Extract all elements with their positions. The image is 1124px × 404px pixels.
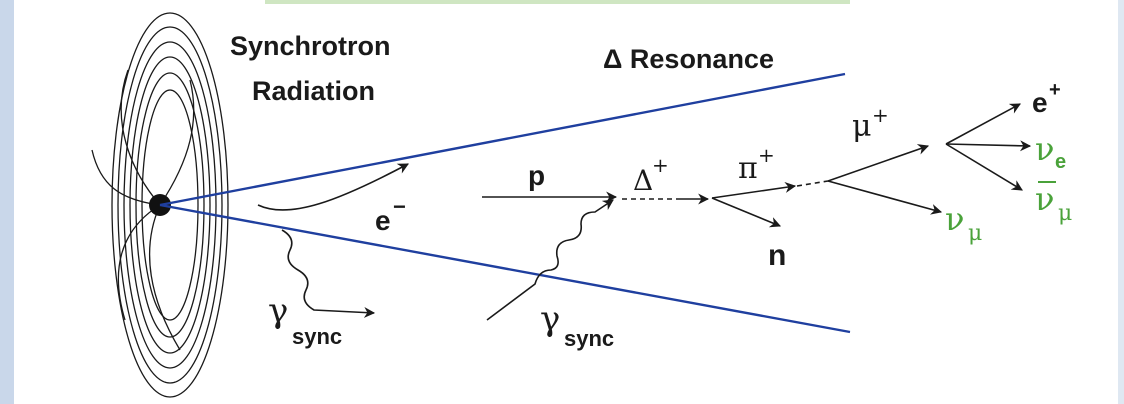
photon-wave-center bbox=[486, 199, 614, 321]
numu-label: ν bbox=[945, 200, 964, 238]
neutron-arrow bbox=[711, 197, 782, 228]
synchrotron-title-line1: Synchrotron bbox=[230, 31, 391, 61]
nue-label: ν bbox=[1035, 130, 1054, 168]
nue-arrow bbox=[945, 140, 1032, 152]
left-edge-bar bbox=[0, 0, 14, 404]
pion-arrow bbox=[711, 181, 797, 199]
positron-arrow bbox=[945, 103, 1021, 145]
source-rings bbox=[91, 12, 229, 398]
delta-charge: + bbox=[652, 153, 669, 177]
positron-charge: + bbox=[1049, 79, 1061, 101]
gamma-center-label: γ bbox=[540, 299, 560, 339]
photon-wave-left bbox=[281, 229, 376, 318]
neutron-label: n bbox=[768, 239, 786, 272]
numubar-subscript: μ bbox=[1058, 201, 1072, 226]
proton-label: p bbox=[528, 160, 545, 191]
gamma-left-subscript: sync bbox=[292, 324, 342, 349]
numubar-label: ν bbox=[1035, 180, 1054, 218]
nue-subscript: e bbox=[1055, 151, 1066, 173]
positron-label: e bbox=[1032, 87, 1048, 118]
muon-charge: + bbox=[872, 103, 889, 127]
cone-lower-ray bbox=[159, 203, 851, 334]
gamma-left-label: γ bbox=[268, 291, 288, 331]
delta-resonance-title: Δ Resonance bbox=[603, 44, 774, 74]
synchrotron-title-line2: Radiation bbox=[252, 76, 375, 106]
right-edge-bar bbox=[1118, 0, 1124, 404]
numu-arrow bbox=[827, 180, 943, 215]
gamma-center-subscript: sync bbox=[564, 326, 614, 351]
muon-label: μ bbox=[852, 109, 872, 144]
electron-track bbox=[257, 163, 409, 211]
pion-charge: + bbox=[758, 143, 775, 167]
numu-subscript: μ bbox=[968, 221, 982, 246]
top-edge-bar bbox=[265, 0, 850, 4]
numubar-arrow bbox=[945, 143, 1023, 191]
electron-charge: − bbox=[393, 194, 406, 219]
electron-label: e bbox=[375, 205, 391, 236]
muon-arrow bbox=[827, 144, 930, 182]
delta-label: Δ bbox=[633, 164, 653, 197]
cone-upper-ray bbox=[159, 72, 846, 207]
pion-dashed bbox=[796, 180, 829, 187]
pion-label: π bbox=[738, 151, 758, 186]
